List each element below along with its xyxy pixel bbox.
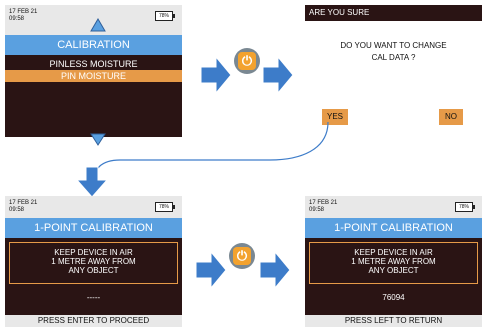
right-arrow-icon	[262, 55, 294, 95]
instruction-line2: 1 METRE AWAY FROM	[351, 257, 436, 266]
instruction-box: KEEP DEVICE IN AIR 1 METRE AWAY FROM ANY…	[9, 242, 178, 284]
right-arrow-icon	[200, 55, 232, 95]
dialog-message-line2: CAL DATA ?	[371, 53, 416, 62]
dialog-title-bar: ARE YOU SURE	[305, 5, 482, 21]
power-button-icon[interactable]: ⏻	[229, 243, 255, 269]
time-label: 09:58	[309, 207, 325, 213]
menu-item-pin-moisture[interactable]: PIN MOISTURE	[5, 70, 182, 82]
reading-value: 76094	[382, 293, 405, 302]
confirm-dialog-screen: ARE YOU SURE DO YOU WANT TO CHANGE CAL D…	[305, 5, 482, 143]
page-title: 1-POINT CALIBRATION	[5, 218, 182, 238]
page-title: CALIBRATION	[5, 35, 182, 55]
battery-indicator: 78%	[455, 202, 475, 212]
dialog-message-line1: DO YOU WANT TO CHANGE	[340, 41, 447, 50]
right-arrow-icon	[195, 250, 227, 290]
page-title: 1-POINT CALIBRATION	[305, 218, 482, 238]
instruction-line1: KEEP DEVICE IN AIR	[54, 248, 133, 257]
triangle-down-icon[interactable]	[90, 133, 106, 146]
scroll-down-area	[5, 137, 182, 147]
time-label: 09:58	[9, 16, 25, 22]
date-label: 17 FEB 21	[9, 9, 38, 15]
battery-indicator: 78%	[155, 202, 175, 212]
battery-indicator: 78%	[155, 11, 175, 21]
power-button-icon[interactable]: ⏻	[234, 48, 260, 74]
reading-value: -----	[86, 293, 101, 302]
time-label: 09:58	[9, 207, 25, 213]
instruction-line2: 1 METRE AWAY FROM	[51, 257, 136, 266]
flow-connector	[91, 121, 329, 181]
yes-button[interactable]: YES	[322, 109, 348, 125]
menu-item-pinless-moisture[interactable]: PINLESS MOISTURE	[49, 59, 138, 69]
date-label: 17 FEB 21	[9, 200, 38, 206]
down-arrow-icon	[76, 166, 108, 198]
footer-hint: PRESS ENTER TO PROCEED	[5, 315, 182, 327]
triangle-up-icon[interactable]	[90, 18, 106, 32]
instruction-line1: KEEP DEVICE IN AIR	[354, 248, 433, 257]
instruction-line3: ANY OBJECT	[68, 266, 119, 275]
footer-hint: PRESS LEFT TO RETURN	[305, 315, 482, 327]
dialog-title: ARE YOU SURE	[309, 8, 370, 17]
instruction-line3: ANY OBJECT	[368, 266, 419, 275]
no-button[interactable]: NO	[439, 109, 463, 125]
enter-button-glyph: ⏻	[238, 52, 256, 70]
right-arrow-icon	[259, 250, 291, 290]
instruction-box: KEEP DEVICE IN AIR 1 METRE AWAY FROM ANY…	[309, 242, 478, 284]
date-label: 17 FEB 21	[309, 200, 338, 206]
enter-button-glyph: ⏻	[233, 247, 251, 265]
